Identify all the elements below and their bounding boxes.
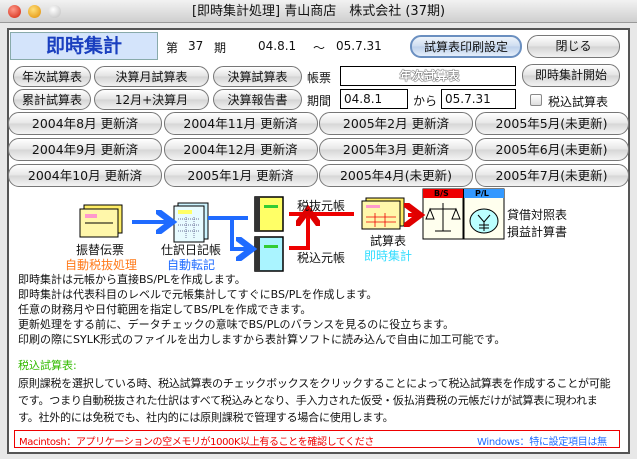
voucher-label: 振替伝票 <box>76 243 125 257</box>
month-button[interactable]: 2004年8月 更新済 <box>8 112 162 135</box>
month-button[interactable]: 2004年9月 更新済 <box>8 138 162 161</box>
tax-section-heading: 税込試算表: <box>18 359 77 372</box>
month-button[interactable]: 2004年12月 更新済 <box>163 138 318 161</box>
kara-label: から <box>413 94 438 108</box>
bs-tag: B/S <box>434 189 449 198</box>
pl-tag: P/L <box>475 189 489 198</box>
tax-line: です。つまり自動税抜された仕訳はすべて税込みとなり、手入力された仮受・仮払消費税… <box>18 394 598 407</box>
twelve-plus-closing-button[interactable]: 12月+決算月 <box>94 89 209 110</box>
voucher-sublabel: 自動税抜処理 <box>65 258 138 272</box>
month-button[interactable]: 2005年1月 更新済 <box>163 164 318 187</box>
trial-label: 試算表 <box>370 234 407 248</box>
info-line: 更新処理をする前に、データチェックの意味でBS/PLのバランスを見るのに役立ちま… <box>18 318 455 331</box>
title-bar: [即時集計処理] 青山商店 株式会社 (37期) <box>0 0 637 23</box>
tax-incl-checkbox[interactable] <box>530 94 542 106</box>
period-start-date: 04.8.1 <box>258 39 297 53</box>
arrow-journal-to-ledgers <box>208 216 248 249</box>
ledger-excl-icon <box>254 196 284 232</box>
month-button[interactable]: 2005年2月 更新済 <box>319 112 473 135</box>
period-to-input[interactable]: 05.7.31 <box>441 89 516 109</box>
period-from-input[interactable]: 04.8.1 <box>340 89 408 109</box>
arrow-ledgers-to-trial <box>289 214 354 250</box>
month-button[interactable]: 2005年5月(未更新) <box>474 112 629 135</box>
cumulative-trial-balance-button[interactable]: 累計試算表 <box>13 89 91 110</box>
closing-month-trial-balance-button[interactable]: 決算月試算表 <box>94 66 209 87</box>
tilde: 〜 <box>313 41 326 55</box>
annual-trial-balance-button[interactable]: 年次試算表 <box>13 66 91 87</box>
period-end-date: 05.7.31 <box>336 39 382 53</box>
ledger-incl-icon <box>254 236 284 272</box>
notes-box: Macintosh：アプリケーションの空メモリが1000K以上有ることを確認して… <box>14 430 620 448</box>
voucher-icon <box>79 204 123 238</box>
mac-note: Macintosh：アプリケーションの空メモリが1000K以上有ることを確認して… <box>19 437 374 448</box>
tax-incl-label: 税込試算表 <box>548 95 609 109</box>
bs-label: 貸借対照表 <box>507 208 568 222</box>
tax-line: 原則課税を選択している時、税込試算表のチェックボックスをクリックすることによって… <box>18 377 611 390</box>
pl-label: 損益計算書 <box>507 225 568 239</box>
month-button[interactable]: 2005年4月(未更新) <box>319 164 473 187</box>
tax-line: す。社外的には免税でも、社内的には原則課税で管理する場合に使用します。 <box>18 411 394 424</box>
ledger-incl-label: 税込元帳 <box>297 251 346 265</box>
close-button[interactable]: 閉じる <box>527 35 620 58</box>
start-aggregation-button[interactable]: 即時集計開始 <box>522 64 620 87</box>
month-button[interactable]: 2004年11月 更新済 <box>163 112 318 135</box>
info-line: 即時集計は代表科目のレベルで元帳集計してすぐにBS/PLを作成します。 <box>18 288 378 301</box>
month-button[interactable]: 2004年10月 更新済 <box>8 164 162 187</box>
trial-sublabel: 即時集計 <box>364 249 413 263</box>
flow-diagram: B/S P/L <box>79 188 505 272</box>
ledger-label: 帳票 <box>307 71 332 85</box>
closing-report-button[interactable]: 決算報告書 <box>213 89 302 110</box>
period-field-label: 期間 <box>307 94 332 108</box>
ledger-field[interactable]: 年次試算表 <box>340 66 516 86</box>
print-settings-button[interactable]: 試算表印刷設定 <box>410 35 522 58</box>
info-line: 即時集計は元帳から直接BS/PLを作成します。 <box>18 273 246 286</box>
minimize-window-button[interactable] <box>28 5 41 18</box>
journal-sublabel: 自動転記 <box>167 258 216 272</box>
close-window-button[interactable] <box>8 5 21 18</box>
profit-loss-icon <box>463 188 505 240</box>
journal-icon <box>173 202 209 243</box>
journal-label: 仕訳日記帳 <box>161 243 222 257</box>
ledger-excl-label: 税抜元帳 <box>297 199 346 213</box>
window-title: [即時集計処理] 青山商店 株式会社 (37期) <box>191 4 446 19</box>
month-button[interactable]: 2005年3月 更新済 <box>319 138 473 161</box>
tax-section-text: 原則課税を選択している時、税込試算表のチェックボックスをクリックすることによって… <box>18 375 611 426</box>
month-button[interactable]: 2005年7月(未更新) <box>474 164 629 187</box>
period-number: 37 <box>188 39 204 53</box>
trial-balance-icon <box>361 197 405 230</box>
windows-note: Windows：特に設定項目は無 <box>477 437 607 448</box>
info-line: 任意の財務月や日付範囲を指定してBS/PLを作成できます。 <box>18 303 312 316</box>
info-text: 即時集計は元帳から直接BS/PLを作成します。即時集計は代表科目のレベルで元帳集… <box>18 272 505 347</box>
closing-trial-balance-button[interactable]: 決算試算表 <box>213 66 302 87</box>
zoom-window-button[interactable] <box>48 5 61 18</box>
period-label-suffix: 期 <box>214 41 227 55</box>
period-label: 第 <box>166 41 179 55</box>
page-title: 即時集計 <box>10 32 158 60</box>
info-line: 印刷の際にSYLK形式のファイルを出力しますから表計算ソフトに読み込んで自由に加… <box>18 333 506 346</box>
month-button[interactable]: 2005年6月(未更新) <box>474 138 629 161</box>
